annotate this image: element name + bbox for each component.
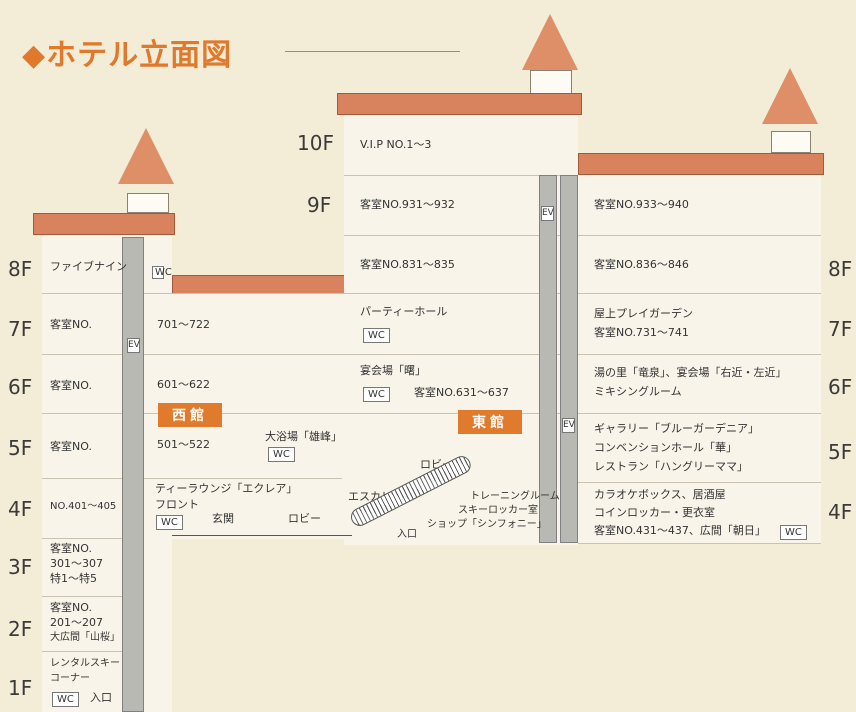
center-entrance: 入口: [397, 529, 417, 540]
floor-line-2-3: [42, 596, 142, 597]
left-tower-wall: [42, 235, 172, 712]
left-ev-label: EV: [127, 338, 140, 353]
page-title: ◆ホテル立面図: [22, 38, 233, 73]
center-banquet: 宴会場「曙」: [360, 364, 426, 377]
center-party-hall: パーティーホール: [360, 305, 448, 318]
center-room-8f: 客室NO.831〜835: [360, 258, 455, 271]
west-room-7f: 701〜722: [157, 318, 210, 331]
right-tower-roof: [578, 153, 824, 175]
east-wing-badge: 東館: [458, 410, 522, 434]
left-1f-wc: WC: [52, 692, 79, 707]
floor-label-5-left: 5F: [8, 436, 33, 460]
east-room-7f: 客室NO.731〜741: [594, 326, 689, 339]
west-room-6f: 601〜622: [157, 378, 210, 391]
east-4f-line2: コインロッカー・更衣室: [594, 506, 715, 519]
center-shop: ショップ「シンフォニー」: [427, 519, 547, 530]
floor-label-7-right: 7F: [828, 317, 853, 341]
east-6f-line1: 湯の里「竜泉」、宴会場「右近・左近」: [594, 366, 787, 379]
floor-label-1-left: 1F: [8, 676, 33, 700]
left-room-2f-line3: 大広間「山桜」: [50, 632, 120, 643]
left-room-3f-line3: 特1〜特5: [50, 572, 97, 585]
floor-line-8-9: [344, 235, 821, 236]
floor-label-8-left: 8F: [8, 257, 33, 281]
left-room-3f-line1: 客室NO.: [50, 542, 92, 555]
west-4f-wc: WC: [156, 515, 183, 530]
west-bath-wc: WC: [268, 447, 295, 462]
center-ski-locker: スキーロッカー室: [458, 505, 538, 516]
east-4f-wc: WC: [780, 525, 807, 540]
east-5f-line1: ギャラリー「ブルーガーデニア」: [594, 422, 759, 435]
floor-label-8-right: 8F: [828, 257, 853, 281]
east-rooftop-garden: 屋上プレイガーデン: [594, 307, 693, 320]
left-room-6f: 客室NO.: [50, 379, 92, 392]
left-room-5f: 客室NO.: [50, 440, 92, 453]
floor-line-9-10: [344, 175, 578, 176]
center-room-10f: V.I.P NO.1〜3: [360, 138, 432, 151]
center-training-room: トレーニングルーム: [470, 491, 560, 502]
center-ev-label-lower: EV: [562, 418, 575, 433]
east-4f-line1: カラオケボックス、居酒屋: [594, 488, 726, 501]
east-base-line: [578, 543, 821, 544]
center-ev-label-upper: EV: [541, 206, 554, 221]
west-lobby: ロビー: [288, 512, 321, 525]
floor-line-1-2: [42, 651, 142, 652]
center-tower-roof: [337, 93, 582, 115]
east-6f-line2: ミキシングルーム: [594, 385, 682, 398]
left-room-2f-line1: 客室NO.: [50, 601, 92, 614]
left-elevator-shaft: [122, 237, 144, 712]
left-room-8f: ファイブナイン: [50, 260, 127, 273]
left-tower-roof: [33, 213, 175, 235]
floor-label-6-right: 6F: [828, 375, 853, 399]
west-4f-floor: [172, 535, 352, 536]
left-room-3f-line2: 301〜307: [50, 557, 103, 570]
floor-label-2-left: 2F: [8, 617, 33, 641]
west-wing-badge: 西館: [158, 403, 222, 427]
center-elevator-shaft-b: [560, 175, 578, 543]
center-party-wc: WC: [363, 328, 390, 343]
west-genkan: 玄関: [212, 512, 234, 525]
floor-line-4-5-west: [42, 478, 342, 479]
floor-line-7-8: [42, 293, 821, 294]
floor-label-3-left: 3F: [8, 555, 33, 579]
floor-label-4-left: 4F: [8, 497, 33, 521]
west-bath: 大浴場「雄峰」: [265, 430, 342, 443]
floor-line-5-6: [42, 413, 821, 414]
title-rule: [285, 51, 460, 52]
left-room-1f-line1: レンタルスキー: [50, 658, 120, 669]
east-room-9f: 客室NO.933〜940: [594, 198, 689, 211]
right-tower-spire: [762, 68, 818, 124]
left-tower-spire: [118, 128, 174, 184]
west-room-5f: 501〜522: [157, 438, 210, 451]
floor-line-6-7: [42, 354, 821, 355]
west-tea-lounge: ティーラウンジ「エクレア」: [155, 482, 298, 495]
floor-label-5-right: 5F: [828, 440, 853, 464]
left-room-4f: NO.401〜405: [50, 501, 117, 512]
left-room-2f-line2: 201〜207: [50, 616, 103, 629]
center-tower-turret: [530, 70, 572, 94]
floor-label-6-left: 6F: [8, 375, 33, 399]
east-5f-line3: レストラン「ハングリーママ」: [594, 460, 748, 473]
east-5f-line2: コンベンションホール「華」: [594, 441, 737, 454]
west-front-desk: フロント: [155, 498, 199, 511]
west-wing-roof: [172, 275, 346, 294]
floor-label-10-center: 10F: [297, 131, 334, 155]
left-room-7f: 客室NO.: [50, 318, 92, 331]
left-1f-entrance: 入口: [90, 691, 112, 704]
floor-line-3-4: [42, 538, 142, 539]
center-banquet-wc: WC: [363, 387, 390, 402]
center-room-6f: 客室NO.631〜637: [414, 386, 509, 399]
left-room-1f-line2: コーナー: [50, 673, 90, 684]
right-tower-turret: [771, 131, 811, 153]
center-room-9f: 客室NO.931〜932: [360, 198, 455, 211]
west-8f-wc: WC: [152, 266, 172, 279]
floor-label-4-right: 4F: [828, 500, 853, 524]
center-tower-spire: [522, 14, 578, 70]
floor-line-4-5-east: [578, 482, 821, 483]
east-4f-line3: 客室NO.431〜437、広間「朝日」: [594, 524, 766, 537]
floor-label-9-center: 9F: [307, 193, 332, 217]
center-elevator-shaft-a: [539, 175, 557, 543]
east-room-8f: 客室NO.836〜846: [594, 258, 689, 271]
left-tower-turret: [127, 193, 169, 213]
floor-label-7-left: 7F: [8, 317, 33, 341]
